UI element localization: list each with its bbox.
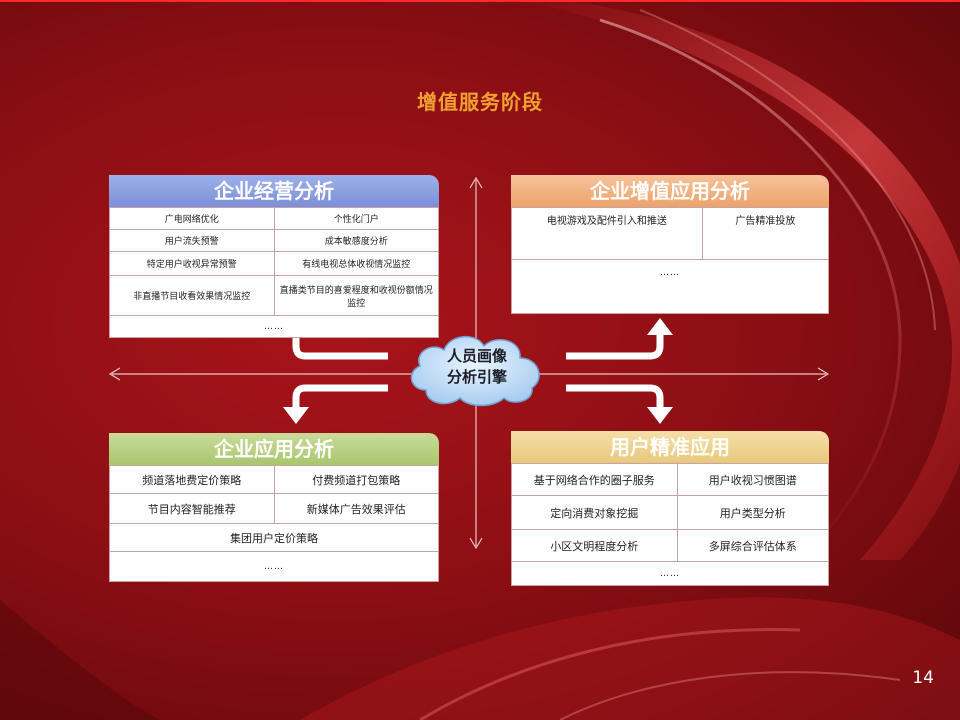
cell: 新媒体广告效果评估 [273,493,439,524]
panel-business-ops-title: 企业经营分析 [109,175,439,207]
cell: 广电网络优化 [109,207,275,230]
panel-value-added: 企业增值应用分析 电视游戏及配件引入和推送 广告精准投放 …… [511,175,830,314]
slide-title: 增值服务阶段 [417,90,543,114]
page-number: 14 [912,668,934,688]
analysis-engine-hub: 人员画像 分析引擎 [404,328,550,408]
cloud-icon [410,336,540,407]
panel-enterprise-app-title: 企业应用分析 [109,433,439,465]
cell: 多屏综合评估体系 [676,529,829,562]
cell: 频道落地费定价策略 [109,465,275,494]
cell: 个性化门户 [273,207,439,230]
top-accent-line [0,0,960,2]
ellipsis: …… [109,551,439,582]
hub-label-line2: 分析引擎 [446,368,507,386]
cell: 集团用户定价策略 [109,523,439,552]
cell: 付费频道打包策略 [273,465,439,494]
cell: 小区文明程度分析 [511,529,678,562]
panel-user-precision-title: 用户精准应用 [511,431,829,463]
cell: 定向消费对象挖掘 [511,495,678,530]
cell: 成本敏感度分析 [273,229,439,252]
cell: 非直播节目收看效果情况监控 [109,275,275,316]
cell: 广告精准投放 [701,207,830,260]
cell: 基于网络合作的圈子服务 [511,463,678,496]
cell: 有线电视总体收视情况监控 [273,251,439,276]
ellipsis: …… [511,259,829,314]
cell: 用户流失预警 [109,229,275,252]
ellipsis: …… [511,561,829,586]
panel-user-precision: 用户精准应用 基于网络合作的圈子服务 用户收视习惯图谱 定向消费对象挖掘 用户类… [511,431,829,586]
hub-label-line1: 人员画像 [446,347,507,365]
panel-value-added-title: 企业增值应用分析 [511,175,829,207]
panel-enterprise-app: 企业应用分析 频道落地费定价策略 付费频道打包策略 节目内容智能推荐 新媒体广告… [109,433,439,582]
cell: 特定用户收视异常预警 [109,251,275,276]
cell: 用户收视习惯图谱 [676,463,829,496]
cell: 用户类型分析 [676,495,829,530]
cell: 电视游戏及配件引入和推送 [511,207,703,260]
cell: 直播类节目的喜爱程度和收视份额情况监控 [273,275,439,316]
panel-business-ops: 企业经营分析 广电网络优化 个性化门户 用户流失预警 成本敏感度分析 特定用户收… [109,175,439,338]
ellipsis: …… [109,315,439,338]
cell: 节目内容智能推荐 [109,493,275,524]
